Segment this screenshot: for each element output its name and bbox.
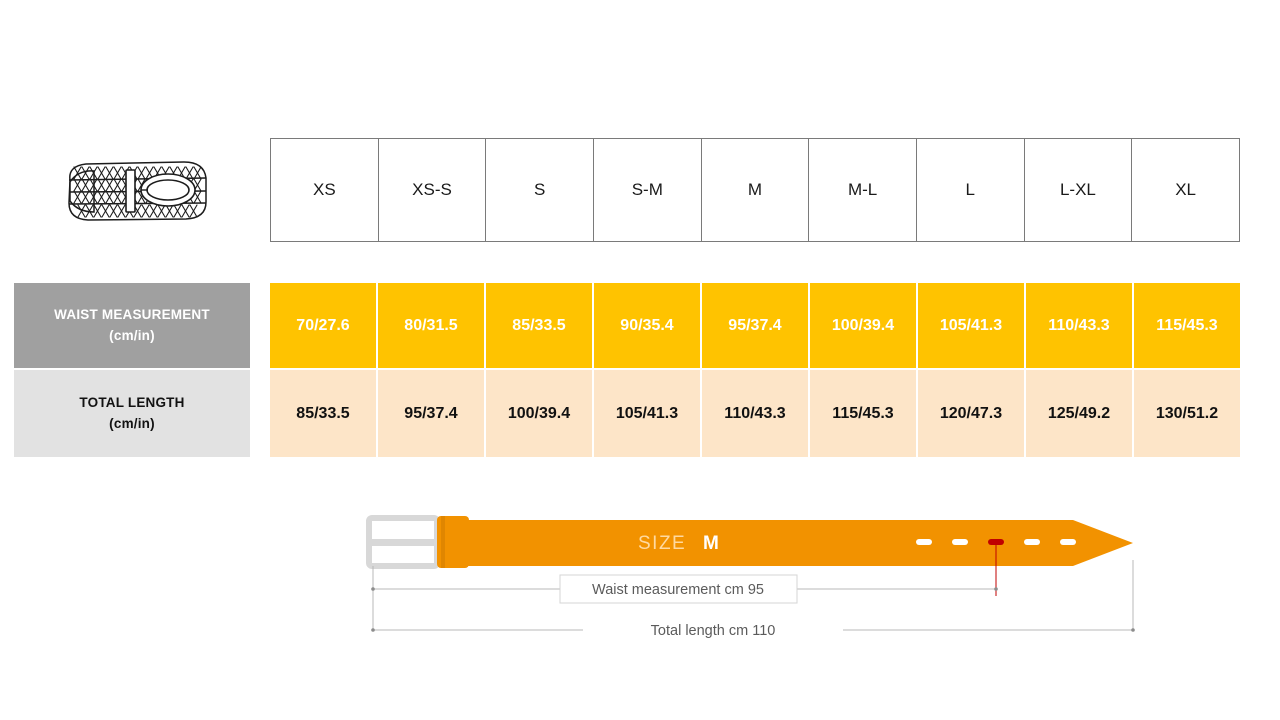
waist-value-s-m: 90/35.4	[594, 283, 702, 368]
size-header-cell-xl: XL	[1131, 138, 1240, 242]
dimension-leader-lines	[372, 560, 1134, 630]
total-length-value-m-l: 115/45.3	[810, 370, 918, 457]
waist-value-l: 105/41.3	[918, 283, 1026, 368]
total-length-dimension-line: Total length cm 110	[371, 617, 1135, 643]
belt-holes	[916, 539, 1076, 545]
label-spacer	[250, 283, 270, 368]
waist-value-l-xl: 110/43.3	[1026, 283, 1134, 368]
size-header-cell-s-m: S-M	[592, 138, 702, 242]
belt-measurement-diagram: SIZE M Waist measurement cm 95	[355, 500, 1155, 655]
size-header-cell-l-xl: L-XL	[1023, 138, 1133, 242]
waist-dimension-label-box	[559, 574, 798, 604]
row-label-total-length: TOTAL LENGTH (cm/in)	[14, 370, 250, 457]
waist-value-s: 85/33.5	[486, 283, 594, 368]
row-divider	[14, 368, 1240, 370]
belt-hole-1	[916, 539, 932, 545]
waist-value-m-l: 100/39.4	[810, 283, 918, 368]
total-length-value-cells: 85/33.5 95/37.4 100/39.4 105/41.3 110/43…	[270, 370, 1240, 457]
row-label-waist-title: WAIST MEASUREMENT	[54, 306, 210, 322]
belt-keeper-shadow	[441, 516, 445, 568]
table-row-size-headers: XS XS-S S S-M M M-L L L-XL XL	[270, 138, 1240, 242]
size-header-cell-xs: XS	[270, 138, 379, 242]
belt-hole-2	[952, 539, 968, 545]
belt-hole-4	[1024, 539, 1040, 545]
table-row-waist-measurement: WAIST MEASUREMENT (cm/in) 70/27.6 80/31.…	[14, 283, 1240, 368]
waist-value-xs: 70/27.6	[270, 283, 378, 368]
product-illustration	[52, 140, 232, 240]
waist-dimension-line: Waist measurement cm 95	[371, 574, 998, 604]
waist-value-xl: 115/45.3	[1134, 283, 1240, 368]
size-header-cell-m: M	[700, 138, 810, 242]
waist-value-m: 95/37.4	[702, 283, 810, 368]
woven-belt-icon	[68, 161, 207, 221]
row-label-waist-unit: (cm/in)	[109, 327, 155, 343]
size-header-cell-xs-s: XS-S	[377, 138, 487, 242]
label-spacer	[250, 370, 270, 457]
belt-hole-3-active	[988, 539, 1004, 545]
belt-strap	[465, 520, 1133, 566]
measurement-block: WAIST MEASUREMENT (cm/in) 70/27.6 80/31.…	[14, 283, 1240, 457]
size-header-cell-m-l: M-L	[808, 138, 917, 242]
row-label-total-length-unit: (cm/in)	[109, 415, 155, 431]
total-length-value-s: 100/39.4	[486, 370, 594, 457]
size-header-cell-l: L	[915, 138, 1025, 242]
row-label-total-length-title: TOTAL LENGTH	[79, 394, 185, 410]
waist-value-xs-s: 80/31.5	[378, 283, 486, 368]
row-label-waist-measurement: WAIST MEASUREMENT (cm/in)	[14, 283, 250, 368]
total-length-dimension-label: Total length cm 110	[651, 623, 776, 639]
total-length-value-xs: 85/33.5	[270, 370, 378, 457]
total-length-value-l-xl: 125/49.2	[1026, 370, 1134, 457]
total-length-value-xl: 130/51.2	[1134, 370, 1240, 457]
belt-diagram-svg: SIZE M Waist measurement cm 95	[366, 515, 1135, 643]
table-row-total-length: TOTAL LENGTH (cm/in) 85/33.5 95/37.4 100…	[14, 370, 1240, 457]
size-header-table: XS XS-S S S-M M M-L L L-XL XL	[270, 138, 1240, 242]
belt-hole-5	[1060, 539, 1076, 545]
belt-buckle-icon	[366, 515, 443, 569]
total-length-value-m: 110/43.3	[702, 370, 810, 457]
total-length-value-xs-s: 95/37.4	[378, 370, 486, 457]
total-length-value-s-m: 105/41.3	[594, 370, 702, 457]
total-length-label-bg	[583, 617, 843, 643]
belt-size-caption-label: SIZE	[638, 533, 686, 554]
waist-dimension-label: Waist measurement cm 95	[592, 582, 764, 598]
waist-value-cells: 70/27.6 80/31.5 85/33.5 90/35.4 95/37.4 …	[270, 283, 1240, 368]
total-length-value-l: 120/47.3	[918, 370, 1026, 457]
size-header-cell-s: S	[485, 138, 594, 242]
belt-size-caption-value: M	[703, 533, 719, 554]
